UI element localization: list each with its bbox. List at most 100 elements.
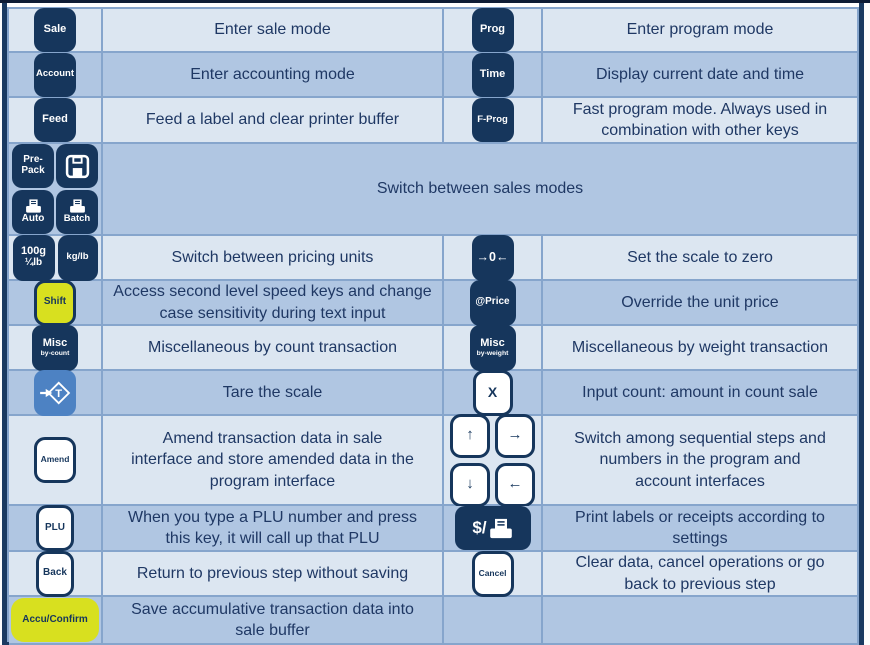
table-frame: Sale Enter sale mode Prog Enter program …	[2, 3, 864, 645]
shift-description: Access second level speed keys and chang…	[103, 281, 444, 326]
atprice-key-cell: @Price	[444, 279, 543, 326]
feed-key-cell: Feed	[9, 98, 103, 144]
arrow-left-key: ←	[495, 462, 535, 507]
accu-confirm-key-label: Accu/Confirm	[22, 613, 88, 625]
zero-description: Set the scale to zero	[543, 236, 859, 281]
misc-by-weight-key: Misc by-weight	[469, 324, 516, 371]
zero-key-cell: →0←	[444, 234, 543, 281]
atprice-description: Override the unit price	[543, 281, 859, 326]
top-border	[0, 0, 870, 3]
batch-key-label: Batch	[63, 213, 91, 225]
feed-key-label: Feed	[42, 113, 68, 126]
feed-description: Feed a label and clear printer buffer	[103, 98, 444, 144]
tare-key: T	[34, 369, 76, 416]
tare-description: Tare the scale	[103, 371, 444, 416]
accu-confirm-key: Accu/Confirm	[11, 598, 99, 643]
pricing-unit-keypair: 100g ¼lb kg/lb	[12, 234, 98, 281]
misc-count-key-cell: Misc by-count	[9, 324, 103, 371]
shift-key: Shift	[34, 279, 76, 326]
misc-by-count-key: Misc by-count	[32, 324, 78, 371]
amend-key-cell: Amend	[9, 416, 103, 506]
time-description: Display current date and time	[543, 53, 859, 98]
batch-key: Batch	[56, 190, 98, 234]
sales-mode-keypad: Pre- Pack	[12, 144, 98, 234]
amend-key: Amend	[34, 437, 76, 483]
left-arrow-icon: ←	[507, 475, 523, 493]
up-arrow-icon: ↑	[466, 426, 474, 444]
misc-weight-description: Miscellaneous by weight transaction	[543, 326, 859, 371]
tare-icon: T	[40, 380, 71, 405]
time-key-cell: Time	[444, 52, 543, 98]
zero-key-label: →0←	[476, 249, 509, 264]
floppy-disk-icon	[65, 154, 89, 178]
auto-key: Auto	[12, 190, 54, 234]
arrow-right-key: →	[495, 413, 535, 458]
sale-key: Sale	[34, 8, 76, 52]
fprog-key-cell: F-Prog	[444, 98, 543, 144]
arrow-keypad: ↑ → ↓ ←	[450, 413, 535, 507]
prog-description: Enter program mode	[543, 9, 859, 53]
print-key-label: $/	[472, 517, 487, 537]
auto-key-label: Auto	[21, 213, 45, 225]
print-key: $/	[454, 506, 531, 550]
plu-key: PLU	[36, 505, 74, 551]
keys-table: Sale Enter sale mode Prog Enter program …	[7, 7, 859, 645]
account-description: Enter accounting mode	[103, 53, 444, 98]
printer-icon	[489, 518, 512, 538]
cancel-description: Clear data, cancel operations or go back…	[543, 552, 859, 597]
kg-lb-key: kg/lb	[57, 234, 98, 281]
time-key-label: Time	[479, 67, 506, 80]
back-key-label: Back	[43, 567, 67, 579]
tare-key-cell: T	[9, 369, 103, 416]
amend-key-label: Amend	[40, 454, 70, 465]
prog-key-label: Prog	[479, 23, 506, 36]
back-key-cell: Back	[9, 550, 103, 597]
f-prog-key: F-Prog	[471, 98, 514, 142]
plu-key-cell: PLU	[9, 505, 103, 552]
svg-text:T: T	[55, 388, 62, 400]
sale-key-cell: Sale	[9, 8, 103, 53]
prog-key: Prog	[471, 8, 514, 52]
prog-key-cell: Prog	[444, 8, 543, 53]
empty-cell	[444, 597, 543, 645]
account-key-label: Account	[36, 68, 74, 80]
accu-confirm-key-cell: Accu/Confirm	[9, 597, 103, 645]
time-key: Time	[471, 52, 514, 97]
printer-icon	[25, 199, 41, 213]
amend-description: Amend transaction data in sale interface…	[103, 416, 444, 506]
100g-quarter-lb-key: 100g ¼lb	[12, 234, 55, 281]
multiply-key: X	[472, 369, 513, 416]
pricing-unit-keys-cell: 100g ¼lb kg/lb	[9, 234, 103, 281]
misc-weight-key-cell: Misc by-weight	[444, 324, 543, 371]
cancel-key: Cancel	[471, 550, 514, 597]
fprog-description: Fast program mode. Always used in combin…	[543, 98, 859, 144]
sale-description: Enter sale mode	[103, 9, 444, 53]
empty-cell	[543, 597, 859, 645]
shift-key-label: Shift	[43, 296, 67, 308]
account-key: Account	[34, 52, 76, 97]
arrows-description: Switch among sequential steps and number…	[543, 416, 859, 506]
cancel-key-label: Cancel	[478, 567, 507, 578]
save-key	[56, 144, 98, 188]
sales-modes-description: Switch between sales modes	[103, 144, 859, 236]
print-key-cell: $/	[444, 506, 543, 552]
multiply-key-label: X	[487, 383, 498, 400]
at-price-key-label: @Price	[475, 296, 510, 308]
at-price-key: @Price	[469, 279, 516, 326]
back-description: Return to previous step without saving	[103, 552, 444, 597]
shift-key-cell: Shift	[9, 279, 103, 326]
back-key: Back	[36, 550, 74, 597]
arrow-up-key: ↑	[450, 413, 490, 458]
pricing-units-description: Switch between pricing units	[103, 236, 444, 281]
x-key-cell: X	[444, 369, 543, 416]
feed-key: Feed	[34, 98, 76, 142]
print-description: Print labels or receipts according to se…	[543, 506, 859, 552]
zero-key: →0←	[471, 234, 514, 281]
plu-key-label: PLU	[45, 521, 65, 533]
cancel-key-cell: Cancel	[444, 550, 543, 597]
arrow-down-key: ↓	[450, 462, 490, 507]
plu-description: When you type a PLU number and press thi…	[103, 506, 444, 552]
f-prog-key-label: F-Prog	[477, 113, 508, 125]
down-arrow-icon: ↓	[466, 475, 474, 493]
